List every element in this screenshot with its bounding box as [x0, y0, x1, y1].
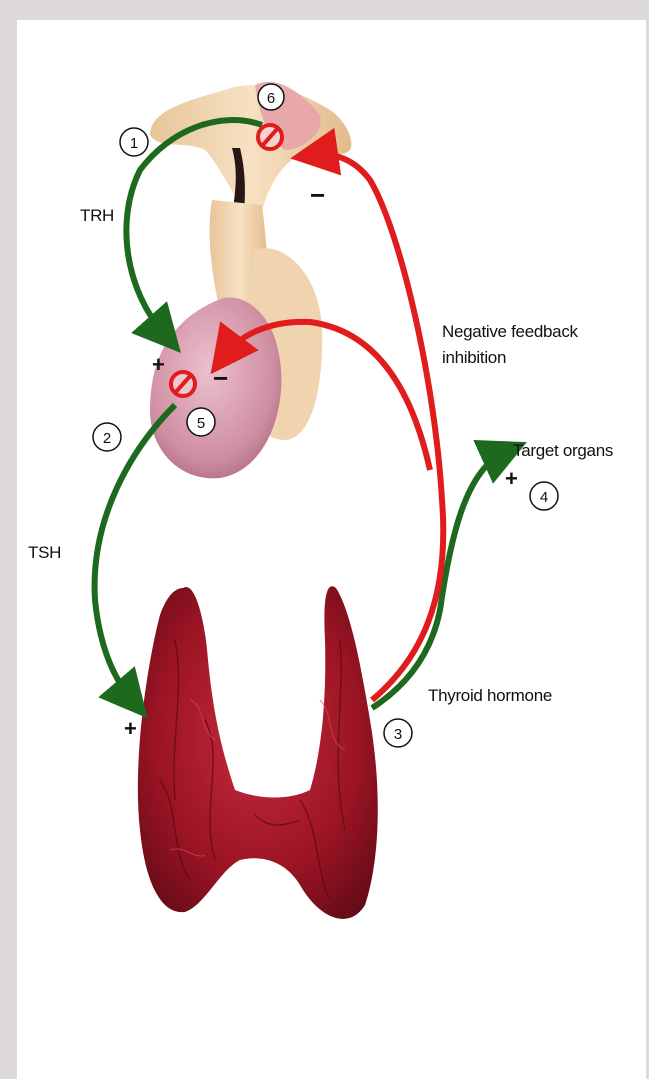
svg-text:5: 5	[197, 415, 205, 432]
target-organs-label: Target organs	[513, 441, 613, 460]
thyroid-hormone-label: Thyroid hormone	[428, 686, 552, 705]
svg-text:3: 3	[394, 726, 402, 743]
step-1-marker: 1	[120, 128, 148, 156]
svg-text:4: 4	[540, 489, 548, 506]
step-3-marker: 3	[384, 719, 412, 747]
svg-text:2: 2	[103, 430, 111, 447]
step-4-marker: 4	[530, 482, 558, 510]
thyroid-gland	[138, 586, 378, 919]
plus-sign-pituitary: +	[152, 352, 165, 377]
inhibition-symbol-hypothalamus	[258, 125, 282, 149]
minus-sign-hypothalamus: −	[310, 180, 325, 210]
trh-label: TRH	[80, 206, 114, 225]
svg-text:1: 1	[130, 135, 138, 152]
plus-sign-thyroid: +	[124, 716, 137, 741]
step-2-marker: 2	[93, 423, 121, 451]
step-6-marker: 6	[258, 84, 284, 110]
inhibition-label: inhibition	[442, 348, 506, 367]
hpt-axis-diagram: 1 6 5 2 4 3 + − − + + TRH TSH Negative f…	[17, 20, 646, 1079]
inhibition-symbol-pituitary	[171, 372, 195, 396]
diagram-panel: 1 6 5 2 4 3 + − − + + TRH TSH Negative f…	[17, 20, 646, 1079]
negative-feedback-label: Negative feedback	[442, 322, 579, 341]
step-5-marker: 5	[187, 408, 215, 436]
minus-sign-pituitary: −	[213, 363, 228, 393]
plus-sign-target: +	[505, 466, 518, 491]
svg-text:6: 6	[267, 90, 275, 107]
pituitary-gland	[150, 200, 322, 478]
tsh-label: TSH	[28, 543, 61, 562]
